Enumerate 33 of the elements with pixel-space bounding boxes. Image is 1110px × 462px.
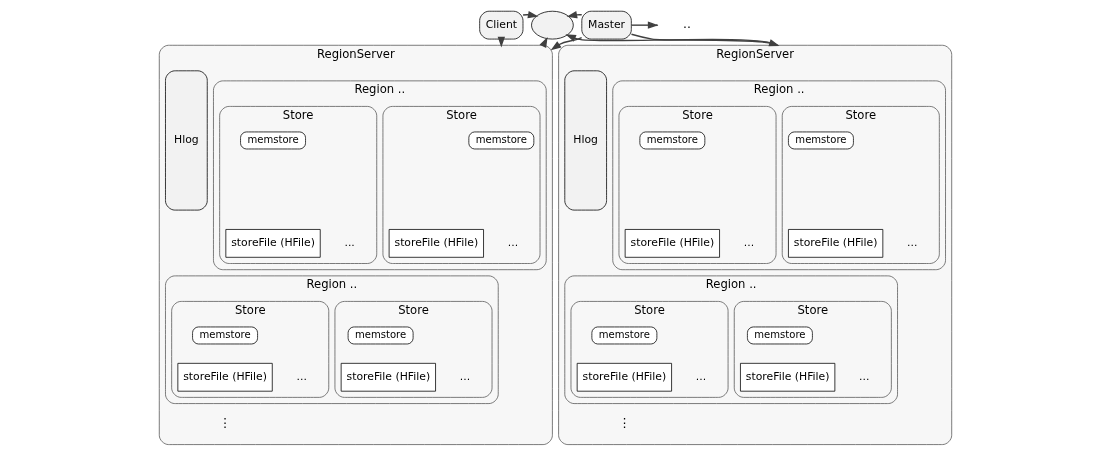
node-label: ...: [695, 370, 706, 384]
node-label: ...: [507, 236, 518, 250]
node-label: ...: [743, 236, 754, 250]
node-box: Hlog: [563, 70, 607, 211]
node-label: ...: [858, 370, 869, 384]
node-label: ...: [459, 370, 470, 384]
node-box: memstore: [591, 326, 657, 345]
arrow: [630, 21, 658, 29]
node-ellipse: [530, 10, 574, 40]
node-box: Master: [580, 10, 632, 40]
node-box: memstore: [191, 326, 258, 345]
node-box: memstore: [467, 131, 534, 150]
node-box: storeFile (HFile): [624, 229, 720, 258]
arrow: [550, 36, 582, 51]
node-label: ...: [296, 370, 307, 384]
node-box: storeFile (HFile): [739, 362, 835, 392]
node-box: storeFile (HFile): [340, 362, 436, 392]
node-box: Hlog: [164, 70, 208, 211]
label: ⋮: [617, 416, 631, 431]
node-box: memstore: [239, 131, 306, 150]
node-box: memstore: [787, 131, 854, 150]
node-box: storeFile (HFile): [176, 362, 273, 392]
node-box: storeFile (HFile): [388, 229, 484, 258]
node-label: ...: [343, 236, 355, 250]
node-box: memstore: [746, 326, 813, 345]
label: ⋮: [218, 416, 231, 431]
node-box: storeFile (HFile): [224, 229, 321, 258]
node-box: memstore: [638, 131, 705, 150]
node-box: storeFile (HFile): [787, 229, 883, 258]
node-box: storeFile (HFile): [576, 362, 672, 392]
node-box: memstore: [347, 326, 413, 345]
node-label: ...: [906, 236, 917, 250]
label: ..: [682, 17, 691, 32]
